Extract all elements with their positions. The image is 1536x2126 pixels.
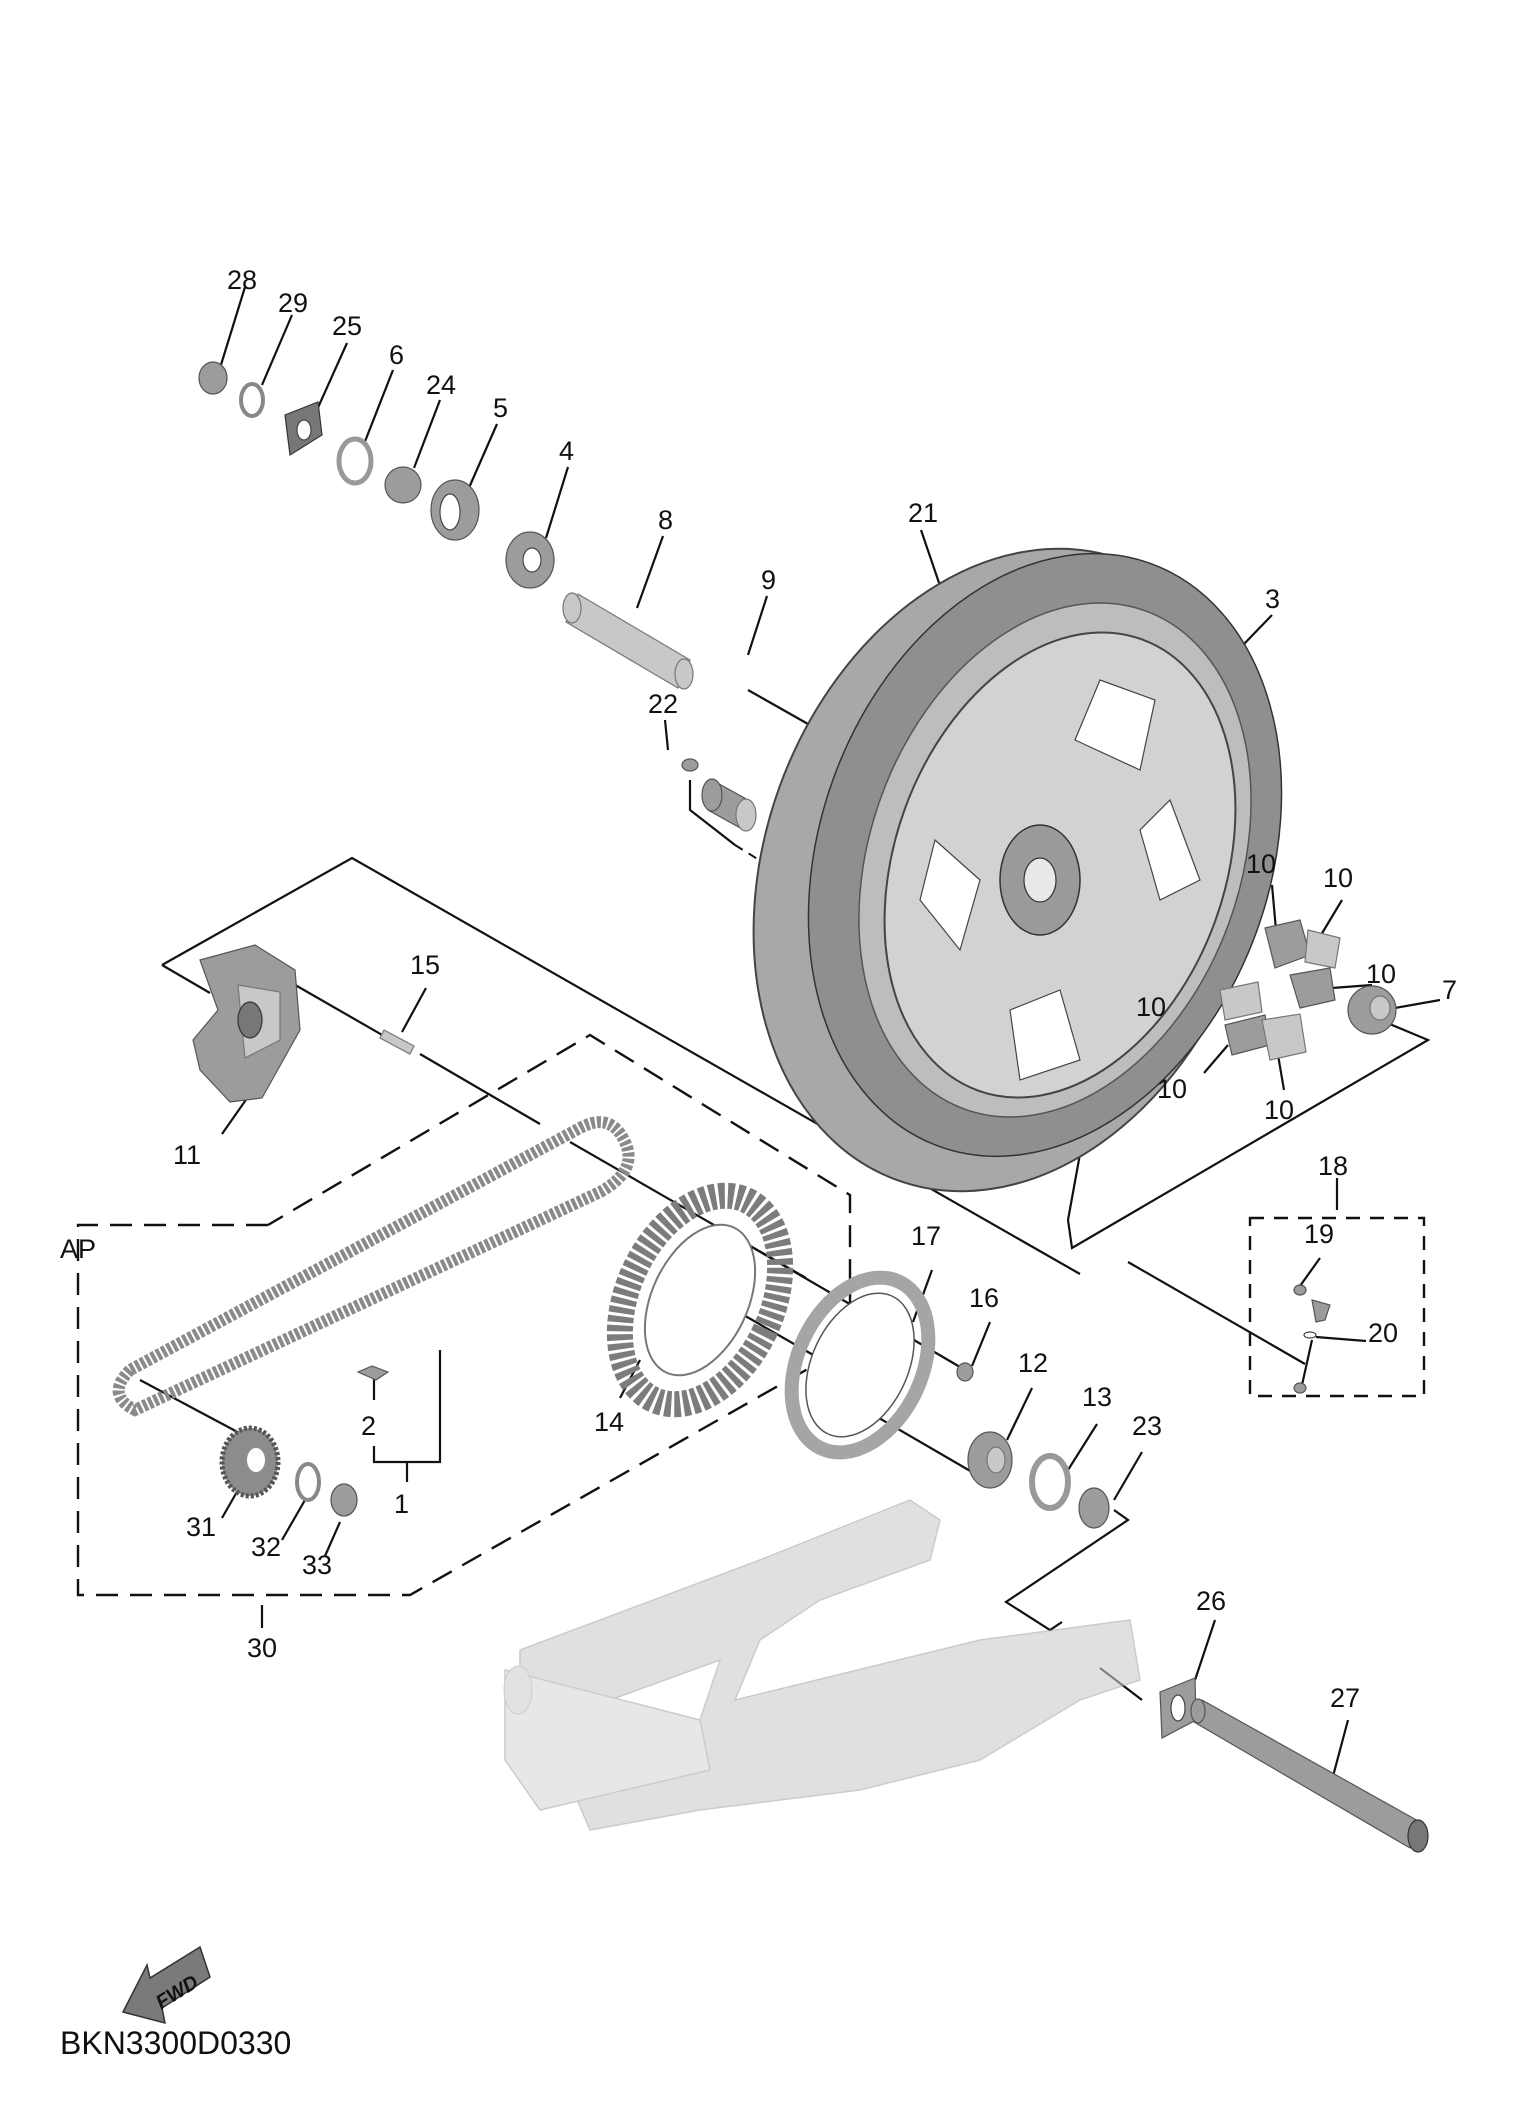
part-22-bolt [681,758,699,772]
callout-10-c: 10 [1366,959,1396,989]
part-1-chain [112,1116,635,1417]
swingarm-reference [503,1499,1141,1831]
part-17-plate [784,1270,936,1460]
part-31-sprocket [219,1425,281,1499]
callout-3: 3 [1265,584,1280,614]
callout-18: 18 [1318,1151,1348,1181]
part-14-sprocket [606,1182,794,1418]
part-33-nut [330,1483,358,1517]
part-8-spacer [562,592,694,690]
fwd-arrow-icon: FWD [121,1945,211,2025]
callout-10-f: 10 [1264,1095,1294,1125]
part-9-collar [701,778,757,832]
group-boxes [76,1033,1426,1597]
callout-labels: AP 28 29 25 6 24 5 4 8 21 9 3 22 10 10 1… [60,265,1457,2061]
callout-31: 31 [186,1512,216,1542]
callout-9: 9 [761,565,776,595]
part-10-dampers [1219,919,1341,1061]
callout-28: 28 [227,265,257,295]
part-18-clip [1311,1299,1331,1323]
part-11-hub [192,944,301,1103]
callout-6: 6 [389,340,404,370]
drawing-code: BKN3300D0330 [60,2025,291,2061]
part-6-ring [336,436,374,486]
part-20-washer [1303,1331,1317,1339]
parts [112,361,1429,1853]
callout-10-b: 10 [1323,863,1353,893]
callout-30: 30 [247,1633,277,1663]
part-28-nut [198,361,228,395]
part-15-pin [379,1029,415,1055]
callout-13: 13 [1082,1382,1112,1412]
callout-23: 23 [1132,1411,1162,1441]
callout-15: 15 [410,950,440,980]
part-32-washer [295,1462,321,1502]
callout-26: 26 [1196,1586,1226,1616]
part-19-bolt [1293,1284,1307,1296]
part-13-seal [1029,1453,1071,1511]
part-16-nut [956,1362,974,1382]
callout-29: 29 [278,288,308,318]
part-24-collar [384,466,422,504]
callout-33: 33 [302,1550,332,1580]
callout-14: 14 [594,1407,624,1437]
part-23-collar [1078,1487,1110,1529]
callout-11: 11 [173,1140,201,1170]
callout-16: 16 [969,1283,999,1313]
callout-4: 4 [559,436,574,466]
callout-10-a: 10 [1246,849,1276,879]
part-27-shaft [1190,1698,1429,1853]
callout-32: 32 [251,1532,281,1562]
callout-24: 24 [426,370,456,400]
part-3-wheel [883,631,1237,1099]
kit-label-ap: AP [60,1234,96,1264]
part-29-ring [239,382,265,418]
callout-12: 12 [1018,1348,1048,1378]
callout-7: 7 [1442,975,1457,1005]
callout-21: 21 [908,498,938,528]
callout-8: 8 [658,505,673,535]
callout-27: 27 [1330,1683,1360,1713]
callout-10-e: 10 [1157,1074,1187,1104]
callout-17: 17 [911,1221,941,1251]
callout-19: 19 [1304,1219,1334,1249]
callout-22: 22 [648,689,678,719]
part-2-clip [356,1365,390,1381]
callout-25: 25 [332,311,362,341]
callout-1: 1 [394,1489,409,1519]
callout-20: 20 [1368,1318,1398,1348]
callout-10-d: 10 [1136,992,1166,1022]
callout-5: 5 [493,393,508,423]
callout-2: 2 [361,1411,376,1441]
